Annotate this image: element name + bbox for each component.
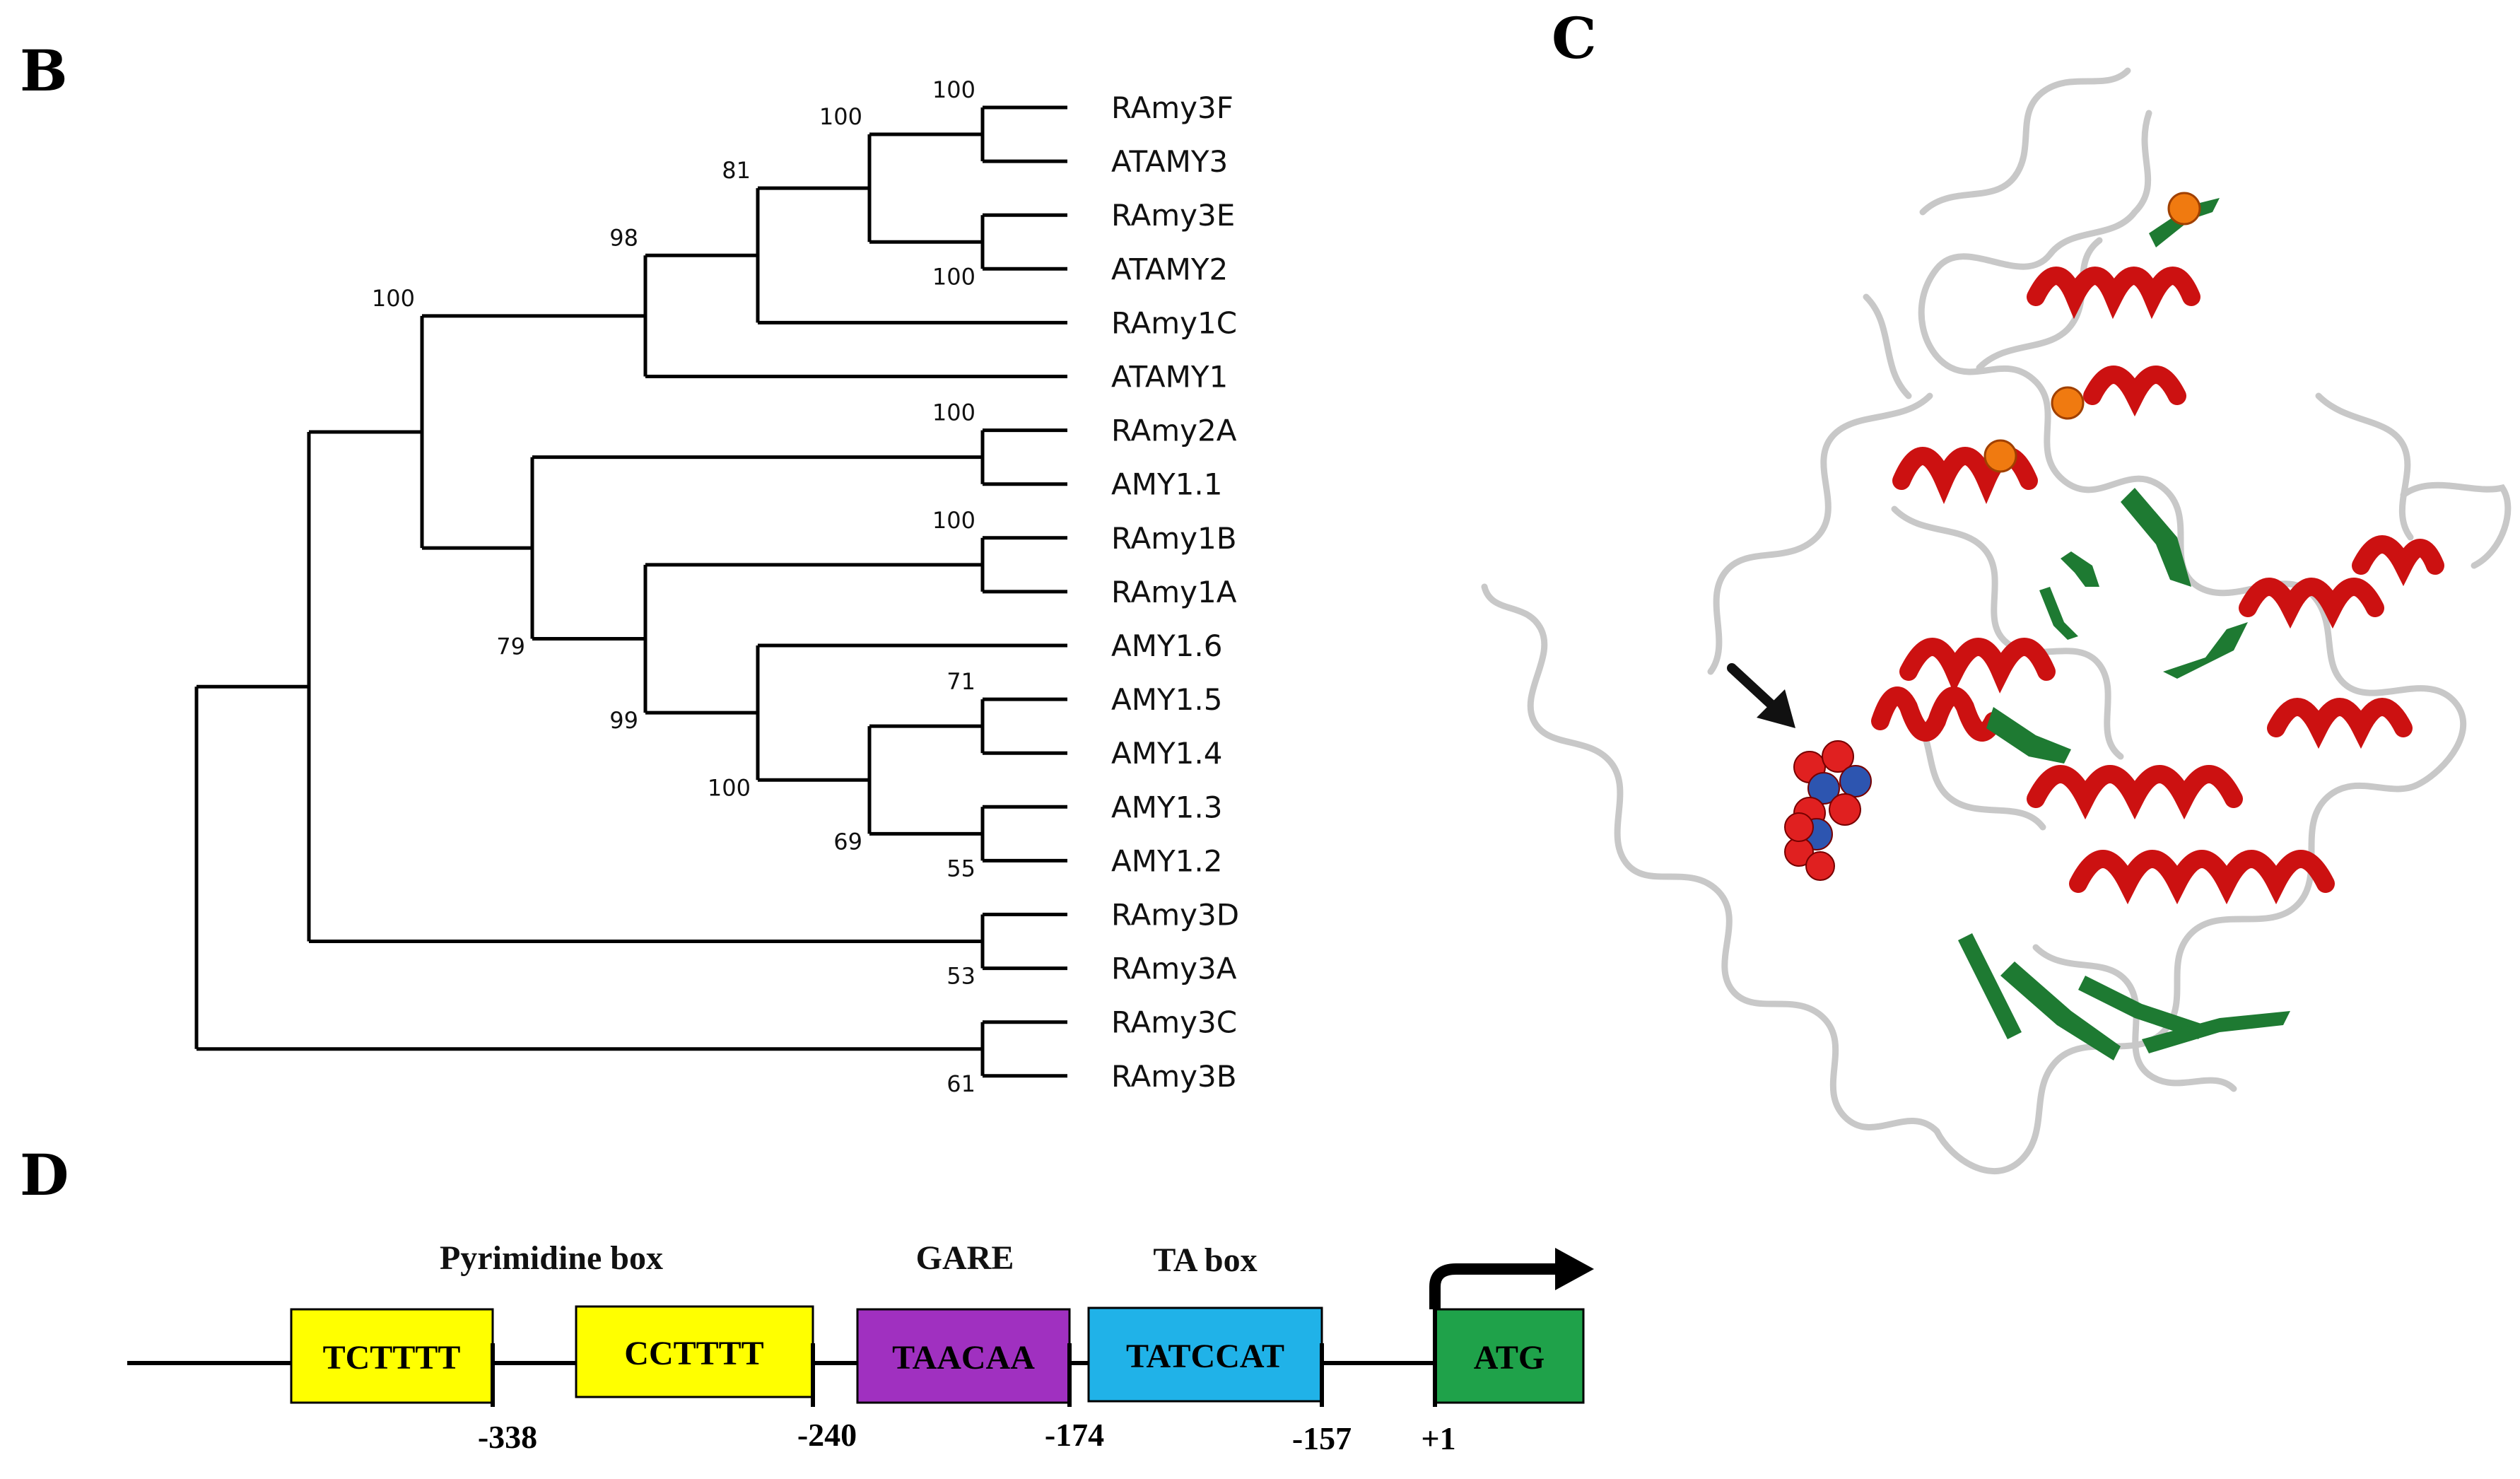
transcription-start-arrow-icon — [1429, 1248, 1594, 1309]
box-label-tatccat: TATCCAT — [1126, 1338, 1284, 1375]
bootstrap-value: 55 — [947, 855, 975, 882]
promoter-diagram: Pyrimidine box GARE TA box TCTTTT CCTTTT… — [127, 1239, 1594, 1456]
box-cctttt — [575, 1305, 814, 1398]
leaf-label: RAmy2A — [1111, 414, 1237, 448]
leaf-label: ATAMY1 — [1111, 360, 1228, 394]
bootstrap-value: 61 — [947, 1070, 975, 1097]
leaf-label: AMY1.5 — [1111, 682, 1222, 717]
bound-ligand — [1784, 740, 1872, 881]
bootstrap-value: 100 — [932, 507, 975, 534]
box-label-tctttt: TCTTTT — [323, 1339, 461, 1376]
position-label-240: -240 — [797, 1417, 857, 1453]
bootstrap-value: 98 — [609, 224, 638, 251]
leaf-label: AMY1.4 — [1111, 736, 1222, 771]
leaf-label: AMY1.3 — [1111, 790, 1222, 824]
bootstrap-value: 81 — [722, 157, 751, 184]
position-label-plus1: +1 — [1421, 1420, 1455, 1456]
bootstrap-value: 100 — [932, 76, 975, 103]
leaf-label: RAmy1C — [1111, 305, 1237, 340]
leaf-label: RAmy1A — [1111, 575, 1237, 609]
element-title-gare: GARE — [916, 1239, 1014, 1277]
bootstrap-value: 100 — [708, 774, 751, 801]
panel-letter-d: D — [20, 1142, 69, 1208]
leaf-label: RAmy3C — [1111, 1005, 1237, 1040]
box-taacaa — [856, 1308, 1071, 1404]
bootstrap-value: 100 — [932, 399, 975, 426]
arrow-pointer-icon — [1727, 663, 1795, 728]
panel-letter-c: C — [1552, 5, 1597, 71]
metal-ions — [1983, 192, 2201, 473]
element-title-pyrimidine-box: Pyrimidine box — [440, 1239, 663, 1277]
leaf-label: RAmy1B — [1111, 521, 1237, 556]
leaf-label: AMY1.1 — [1111, 467, 1222, 502]
leaf-label: ATAMY3 — [1111, 144, 1228, 179]
box-label-taacaa: TAACAA — [892, 1339, 1035, 1376]
bootstrap-value: 69 — [833, 828, 862, 855]
position-label-157: -157 — [1292, 1420, 1352, 1456]
leaf-label: RAmy3B — [1111, 1059, 1237, 1094]
box-label-atg: ATG — [1474, 1339, 1545, 1376]
position-ticks — [491, 1308, 1437, 1407]
bootstrap-value: 53 — [947, 963, 975, 990]
leaf-label: AMY1.2 — [1111, 843, 1222, 878]
box-label-cctttt: CCTTTT — [624, 1335, 763, 1372]
element-title-ta-box: TA box — [1153, 1241, 1257, 1279]
bootstrap-value: 99 — [609, 707, 638, 734]
panel-letter-b: B — [20, 37, 68, 104]
leaf-label: AMY1.6 — [1111, 629, 1222, 663]
bootstrap-value: 71 — [947, 668, 975, 695]
leaf-label: RAmy3F — [1111, 90, 1233, 125]
box-atg — [1434, 1308, 1585, 1404]
leaf-label: RAmy3D — [1111, 898, 1239, 933]
beta-strands — [1958, 198, 2290, 1060]
bootstrap-value: 79 — [496, 633, 525, 660]
bootstrap-value: 100 — [819, 103, 862, 130]
bootstrap-value: 100 — [932, 263, 975, 290]
position-label-338: -338 — [478, 1419, 537, 1455]
leaf-label: RAmy3A — [1111, 952, 1237, 986]
leaf-label: RAmy3E — [1111, 198, 1235, 233]
protein-structure-illustration — [1481, 67, 2512, 1175]
alpha-helices — [1871, 267, 2444, 905]
leaf-label: ATAMY2 — [1111, 252, 1228, 286]
bootstrap-value: 100 — [372, 285, 415, 312]
position-label-174: -174 — [1045, 1417, 1104, 1453]
box-tatccat — [1087, 1306, 1323, 1403]
phylogenetic-tree: 100 100 100 81 98 100 100 71 55 69 100 99 79 100 53 61 R… — [194, 76, 1239, 1097]
